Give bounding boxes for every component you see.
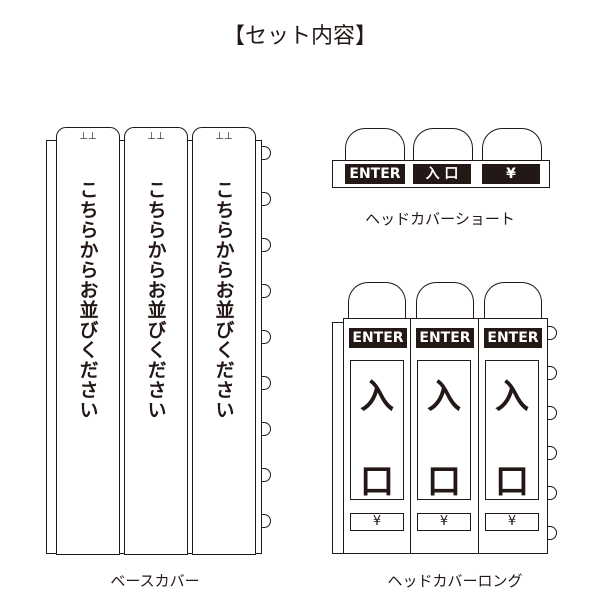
page-title: 【セット内容】 [222, 24, 377, 49]
yen-box: ¥ [350, 513, 404, 531]
char-bottom: 口 [495, 462, 529, 502]
base-cover-caption: ベースカバー [110, 572, 200, 590]
side-tab [262, 192, 271, 206]
entrance-label: 入 口 [413, 164, 471, 184]
column-text: こちらからお並びください [144, 180, 167, 420]
entrance-box: 入口 [350, 360, 404, 502]
tick-mark: ⊥⊥ [215, 131, 233, 142]
side-tab [262, 468, 271, 482]
char-top: 入 [360, 377, 394, 417]
side-tab [262, 422, 271, 436]
enter-label: ENTER [349, 328, 407, 348]
char-top: 入 [427, 377, 461, 417]
side-tab [262, 238, 271, 252]
column-text: こちらからお並びください [76, 180, 99, 420]
base-cover-column: ⊥⊥ こちらからお並びください [56, 127, 120, 555]
char-top: 入 [495, 377, 529, 417]
long-column [343, 318, 411, 554]
side-tab [548, 446, 557, 460]
side-tab [262, 514, 271, 528]
char-bottom: 口 [427, 462, 461, 502]
head-dome [482, 128, 542, 162]
entrance-box: 入口 [485, 360, 539, 502]
head-dome [416, 282, 474, 320]
tick-mark: ⊥⊥ [79, 131, 97, 142]
side-tab [548, 486, 557, 500]
base-cover-column: ⊥⊥ こちらからお並びください [124, 127, 188, 555]
enter-label: ENTER [416, 328, 474, 348]
enter-label: ENTER [484, 328, 542, 348]
head-long-caption: ヘッドカバーロング [387, 572, 523, 590]
side-tab [548, 406, 557, 420]
long-column [410, 318, 479, 554]
head-dome [484, 282, 542, 320]
side-tab [262, 376, 271, 390]
side-tab [262, 146, 271, 160]
head-short-caption: ヘッドカバーショート [365, 210, 515, 228]
column-text: こちらからお並びください [212, 180, 235, 420]
tick-mark: ⊥⊥ [147, 131, 165, 142]
char-bottom: 口 [360, 462, 394, 502]
head-dome [348, 282, 406, 320]
head-dome [413, 128, 473, 162]
enter-label: ENTER [345, 164, 405, 184]
side-tab [548, 326, 557, 340]
yen-label: ¥ [482, 164, 540, 184]
side-tab [262, 330, 271, 344]
side-tab [548, 526, 557, 540]
yen-box: ¥ [485, 513, 539, 531]
head-dome [345, 128, 405, 162]
long-column [478, 318, 548, 554]
base-cover-column: ⊥⊥ こちらからお並びください [192, 127, 256, 555]
entrance-box: 入口 [417, 360, 471, 502]
yen-box: ¥ [417, 513, 471, 531]
side-tab [548, 366, 557, 380]
side-tab [262, 284, 271, 298]
